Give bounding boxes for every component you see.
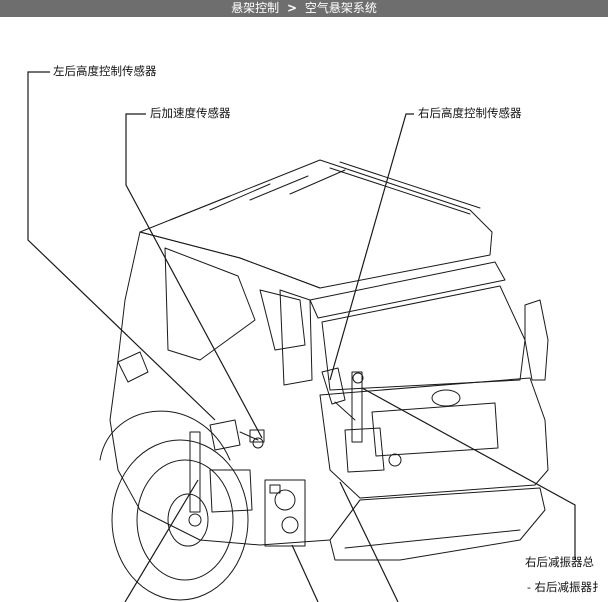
label-right-rear-height-sensor: 右后高度控制传感器 [418, 106, 522, 120]
label-left-rear-height-sensor: 左后高度控制传感器 [53, 64, 157, 78]
label-right-rear-shock-assembly: 右后减振器总 [525, 555, 594, 569]
breadcrumb: 悬架控制 > 空气悬架系统 [0, 0, 608, 17]
breadcrumb-section[interactable]: 悬架控制 [231, 1, 280, 15]
label-rear-accel-sensor: 后加速度传感器 [150, 106, 231, 120]
header-bar: 悬架控制 > 空气悬架系统 [0, 0, 608, 17]
breadcrumb-page[interactable]: 空气悬架系统 [304, 1, 377, 15]
label-right-rear-shock-sub: - 右后减振器扌 [527, 580, 604, 594]
breadcrumb-separator: > [286, 1, 298, 15]
